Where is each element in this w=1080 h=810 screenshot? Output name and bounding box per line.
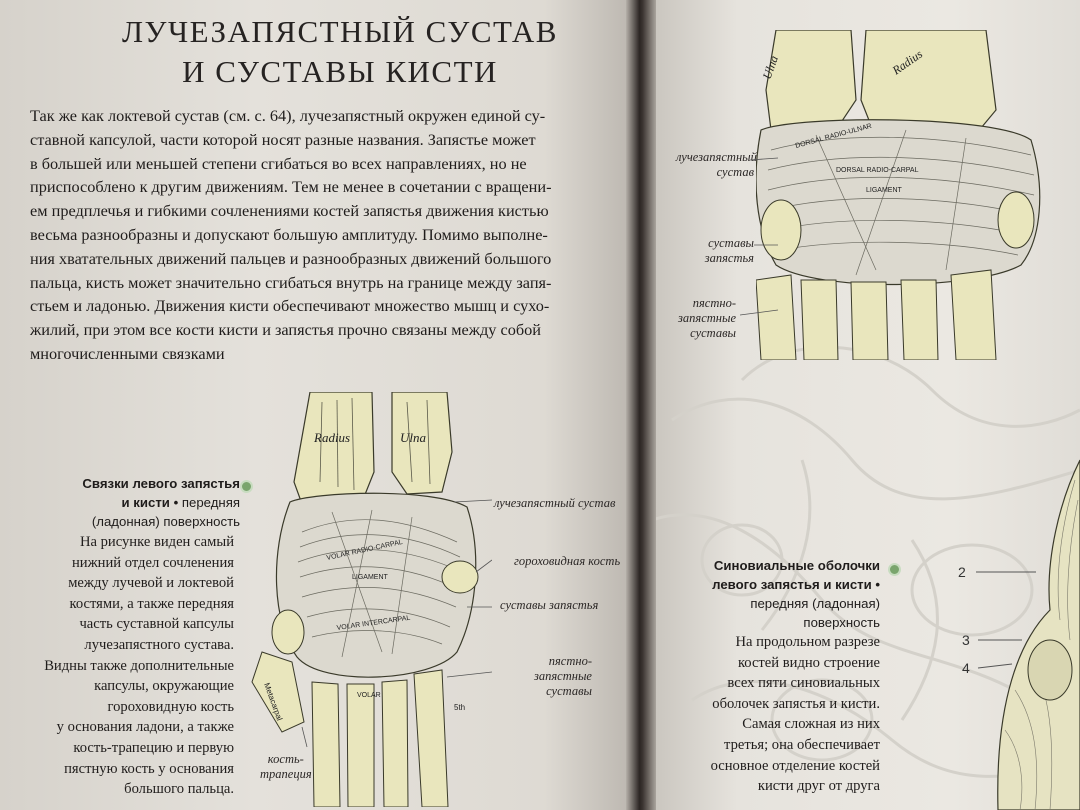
description-line: третья; она обеспечивает — [724, 736, 880, 753]
callout-text: суставы запястья — [500, 598, 599, 612]
callout-carpometacarpal-joints-top: пястно- запястные суставы — [670, 296, 736, 341]
description-line: лучезапястного сустава. — [84, 636, 234, 653]
engraving-label-ligament: LIGAMENT — [352, 574, 389, 581]
callout-carpometacarpal-joints: пястно- запястные суставы — [534, 654, 592, 699]
engraving-label-ulna: Ulna — [400, 430, 427, 445]
caption-subtitle-line: поверхность — [803, 615, 880, 630]
right-figure-description: На продольном разрезе костей видно строе… — [660, 632, 880, 797]
caption-title-rest: передняя — [181, 495, 240, 510]
intro-line: многочисленными связками — [30, 343, 225, 363]
description-line: кость-трапецию и первую — [73, 739, 234, 756]
callout-text: лучезапястный — [676, 150, 757, 164]
callout-text: пястно- — [548, 654, 592, 668]
engraving-label-ligament: LIGAMENT — [866, 187, 903, 194]
caption-title-line: Синовиальные оболочки — [713, 558, 880, 573]
green-bullet-icon — [240, 480, 253, 493]
engraving-label-dorsal-radio-carpal: DORSAL RADIO-CARPAL — [836, 167, 919, 174]
description-line: На рисунке виден самый — [79, 534, 234, 550]
page-title: ЛУЧЕЗАПЯСТНЫЙ СУСТАВ И СУСТАВЫ КИСТИ — [110, 12, 570, 92]
wrist-dorsal-illustration: Ulna Radius DORSAL RADIO-ULNAR DORSAL RA… — [756, 30, 1041, 360]
synovial-sheaths-illustration — [997, 459, 1080, 810]
description-line: большого пальца. — [124, 781, 234, 798]
label-number-4: 4 — [962, 660, 970, 676]
intro-line: ния хватательных движений пальцев и разн… — [30, 248, 552, 268]
label-number-2: 2 — [958, 564, 966, 580]
caption-title-line: левого запястья и кисти • — [712, 577, 880, 592]
intro-line: жилий, при этом все кости кисти и запяст… — [30, 320, 541, 340]
callout-text: суставы — [708, 236, 754, 250]
intro-line: пальца, кисть может значительно сгибатьс… — [30, 272, 552, 292]
callout-text: сустав — [716, 165, 754, 179]
callout-text: гороховидная кость — [514, 554, 621, 568]
description-line: гороховидную кость — [107, 698, 235, 715]
callout-carpal-joints: суставы запястья — [500, 598, 598, 613]
description-line: костями, а также передняя — [69, 595, 234, 612]
intro-paragraph: Так же как локтевой сустав (см. с. 64), … — [30, 104, 626, 366]
description-line: костей видно строение — [737, 654, 880, 671]
callout-text: суставы — [546, 684, 592, 698]
book-gutter — [626, 0, 656, 810]
intro-line: ставной капсулой, части которой носят ра… — [30, 129, 536, 149]
callout-text: трапеция — [260, 767, 312, 781]
description-line: Видны также дополнительные — [44, 657, 234, 674]
callout-text: суставы — [690, 326, 736, 340]
callout-text: запястные — [534, 669, 592, 683]
left-figure-caption: Связки левого запястья и кисти • передня… — [40, 474, 240, 531]
description-line: капсулы, окружающие — [94, 678, 234, 695]
caption-title-line: Связки левого запястья — [82, 476, 240, 491]
description-line: Самая сложная из них — [742, 716, 880, 733]
callout-pisiform-bone: гороховидная кость — [514, 554, 620, 569]
callout-text: кость- — [267, 752, 304, 766]
description-line: На продольном разрезе — [735, 634, 880, 650]
description-line: оболочек запястья и кисти. — [712, 695, 880, 712]
engraving-label-volar: VOLAR — [357, 692, 381, 699]
label-number-3: 3 — [962, 632, 970, 648]
intro-line: весьма разнообразны и допускают большую … — [30, 224, 548, 244]
number-lines — [976, 571, 1036, 669]
callout-text: запястья — [704, 251, 754, 265]
caption-subtitle: (ладонная) поверхность — [91, 514, 240, 529]
right-figure-caption: Синовиальные оболочки левого запястья и … — [680, 556, 880, 632]
callout-text: запястные — [678, 311, 736, 325]
caption-subtitle-line: передняя (ладонная) — [750, 596, 880, 611]
callout-carpal-joints-top: суставы запястья — [690, 236, 754, 266]
callout-radiocarpal-joint-top: лучезапястный сустав — [676, 150, 757, 180]
description-line: пястную кость у основания — [64, 760, 234, 777]
description-line: у основания ладони, а также — [56, 719, 234, 736]
title-line-1: ЛУЧЕЗАПЯСТНЫЙ СУСТАВ — [122, 14, 558, 49]
left-figure-description: На рисунке виден самый нижний отдел сочл… — [20, 532, 234, 800]
description-line: между лучевой и локтевой — [68, 575, 234, 592]
engraving-label-radius: Radius — [313, 430, 350, 445]
title-line-2: И СУСТАВЫ КИСТИ — [182, 54, 498, 89]
description-line: основное отделение костей — [710, 757, 880, 774]
wrist-ligaments-illustration: Radius Ulna VOLAR RADIO-CARPAL LIGAMENT … — [251, 392, 492, 807]
intro-line: стьем и ладонью. Движения кисти обеспечи… — [30, 296, 550, 316]
engraving-label-fifth: 5th — [454, 703, 465, 712]
intro-line: приспособлено к другим движениям. Тем не… — [30, 177, 552, 197]
intro-line: Так же как локтевой сустав (см. с. 64), … — [30, 106, 546, 125]
description-line: нижний отдел сочленения — [71, 554, 234, 571]
intro-line: в большей или меньшей степени сгибаться … — [30, 153, 527, 173]
description-line: часть суставной капсулы — [79, 616, 234, 633]
callout-trapezium: кость- трапеция — [260, 752, 312, 782]
intro-line: ем предплечья и гибкими сочленениями кос… — [30, 201, 549, 221]
description-line: всех пяти синовиальных — [727, 675, 880, 692]
callout-lines-top — [740, 157, 779, 316]
callout-radiocarpal-joint: лучезапястный сустав — [494, 496, 615, 511]
caption-title-line: и кисти • — [121, 495, 179, 510]
callout-text: пястно- — [692, 296, 736, 310]
green-bullet-icon — [888, 563, 901, 576]
callout-text: лучезапястный сустав — [494, 496, 616, 510]
description-line: кисти друг от друга — [757, 778, 880, 795]
